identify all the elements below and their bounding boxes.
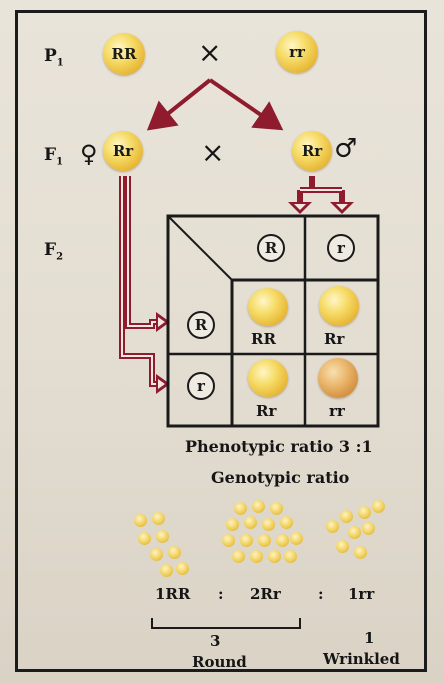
genotype-rr-recessive-count: 1rr — [348, 585, 374, 603]
offspring-pea-rr-hetero-1 — [319, 286, 359, 326]
wrinkled-label: Wrinkled — [323, 650, 400, 668]
gamete-side-recessive: r — [187, 372, 215, 400]
cell-label-1: RR — [251, 330, 276, 348]
wrinkled-count: 1 — [364, 629, 374, 647]
genotype-rr-count: 1RR — [155, 585, 190, 603]
round-label: Round — [192, 653, 247, 671]
ratio-separator-1: : — [218, 585, 224, 603]
cell-label-4: rr — [329, 402, 345, 420]
genotypic-ratio-title: Genotypic ratio — [211, 468, 349, 487]
genotype-rr-hetero-count: 2Rr — [250, 585, 281, 603]
gamete-side-dominant: R — [187, 311, 215, 339]
gamete-top-dominant: R — [257, 234, 285, 262]
cell-label-2: Rr — [324, 330, 344, 348]
cell-label-3: Rr — [256, 402, 276, 420]
offspring-pea-rr-hetero-2 — [248, 359, 288, 397]
gamete-top-recessive: r — [327, 234, 355, 262]
phenotypic-ratio: Phenotypic ratio 3 :1 — [185, 437, 373, 456]
ratio-separator-2: : — [318, 585, 324, 603]
offspring-pea-rr-dominant — [248, 288, 288, 326]
round-count: 3 — [210, 632, 220, 650]
offspring-pea-wrinkled — [318, 358, 358, 398]
